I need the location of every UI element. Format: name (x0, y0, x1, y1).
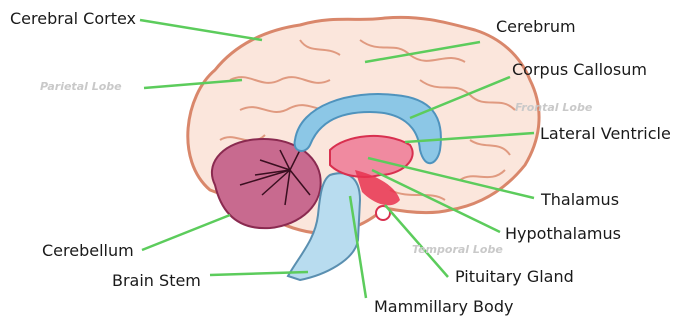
label-thalamus: Thalamus (541, 191, 619, 209)
label-brain-stem: Brain Stem (112, 272, 201, 290)
label-pituitary-gland: Pituitary Gland (455, 268, 574, 286)
label-corpus-callosum: Corpus Callosum (512, 61, 647, 79)
label-hypothalamus: Hypothalamus (505, 225, 621, 243)
label-cerebellum: Cerebellum (42, 242, 134, 260)
label-cerebrum: Cerebrum (496, 18, 576, 36)
thalamus-shape (330, 136, 413, 177)
label-lateral-ventricle: Lateral Ventricle (540, 125, 671, 143)
label-temporal-lobe: Temporal Lobe (412, 243, 503, 256)
label-frontal-lobe: Frontal Lobe (515, 101, 592, 114)
label-mammillary-body: Mammillary Body (374, 298, 513, 316)
label-parietal-lobe: Parietal Lobe (40, 80, 122, 93)
label-cerebral-cortex: Cerebral Cortex (10, 10, 136, 28)
